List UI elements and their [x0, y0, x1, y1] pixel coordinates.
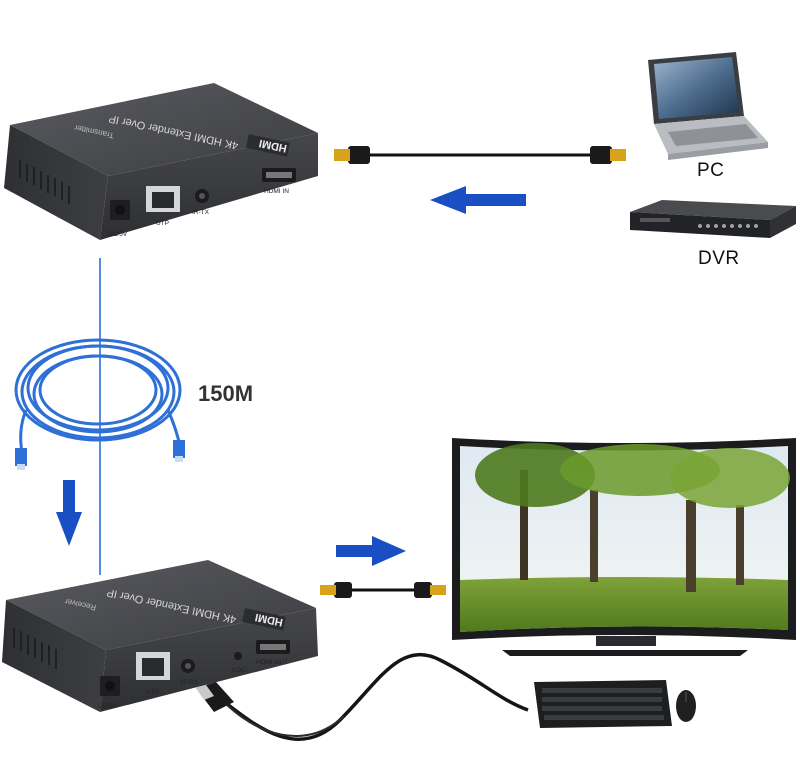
rj45-connector-icon [15, 440, 185, 470]
rx-dc-label: DC/5V [98, 703, 118, 710]
tv-monitor-icon [452, 438, 796, 656]
cable-length-label: 150M [198, 381, 254, 406]
rx-hdmi-label: HDMI OUT [256, 659, 288, 666]
network-cable-coil-icon [14, 338, 182, 453]
mouse-icon [676, 690, 696, 722]
dvr-label: DVR [698, 248, 740, 269]
arrow-left-icon [430, 186, 526, 214]
hdmi-cable-icon [334, 146, 626, 164]
tx-hdmi-label: HDMI IN [264, 188, 289, 195]
rx-ir-label: IR-RX [180, 679, 198, 686]
transmitter-hdmi-logo: HDMI [258, 137, 288, 155]
tx-ir-label: IR-TX [192, 209, 210, 216]
rx-edid-label: EDID [232, 667, 248, 674]
pc-laptop-icon [648, 52, 768, 160]
tx-dc-label: DC/5V [108, 231, 128, 238]
usb-cable-icon [196, 653, 529, 741]
tx-utp-label: UTP [156, 220, 169, 227]
receiver-device: 4K HDMI Extender Over IP Receiver HDMI D… [2, 560, 318, 712]
transmitter-device: 4K HDMI Extender Over IP Transmitter HDM… [4, 83, 318, 240]
hdmi-cable-bottom-icon [320, 582, 446, 598]
receiver-hdmi-logo: HDMI [254, 611, 284, 629]
arrow-right-icon [336, 536, 406, 566]
keyboard-icon [534, 680, 672, 728]
pc-label: PC [697, 160, 725, 181]
arrow-down-icon [56, 480, 82, 546]
dvr-icon [630, 200, 796, 238]
edid-button [234, 652, 242, 660]
rx-utp-label: UTP [146, 689, 159, 696]
